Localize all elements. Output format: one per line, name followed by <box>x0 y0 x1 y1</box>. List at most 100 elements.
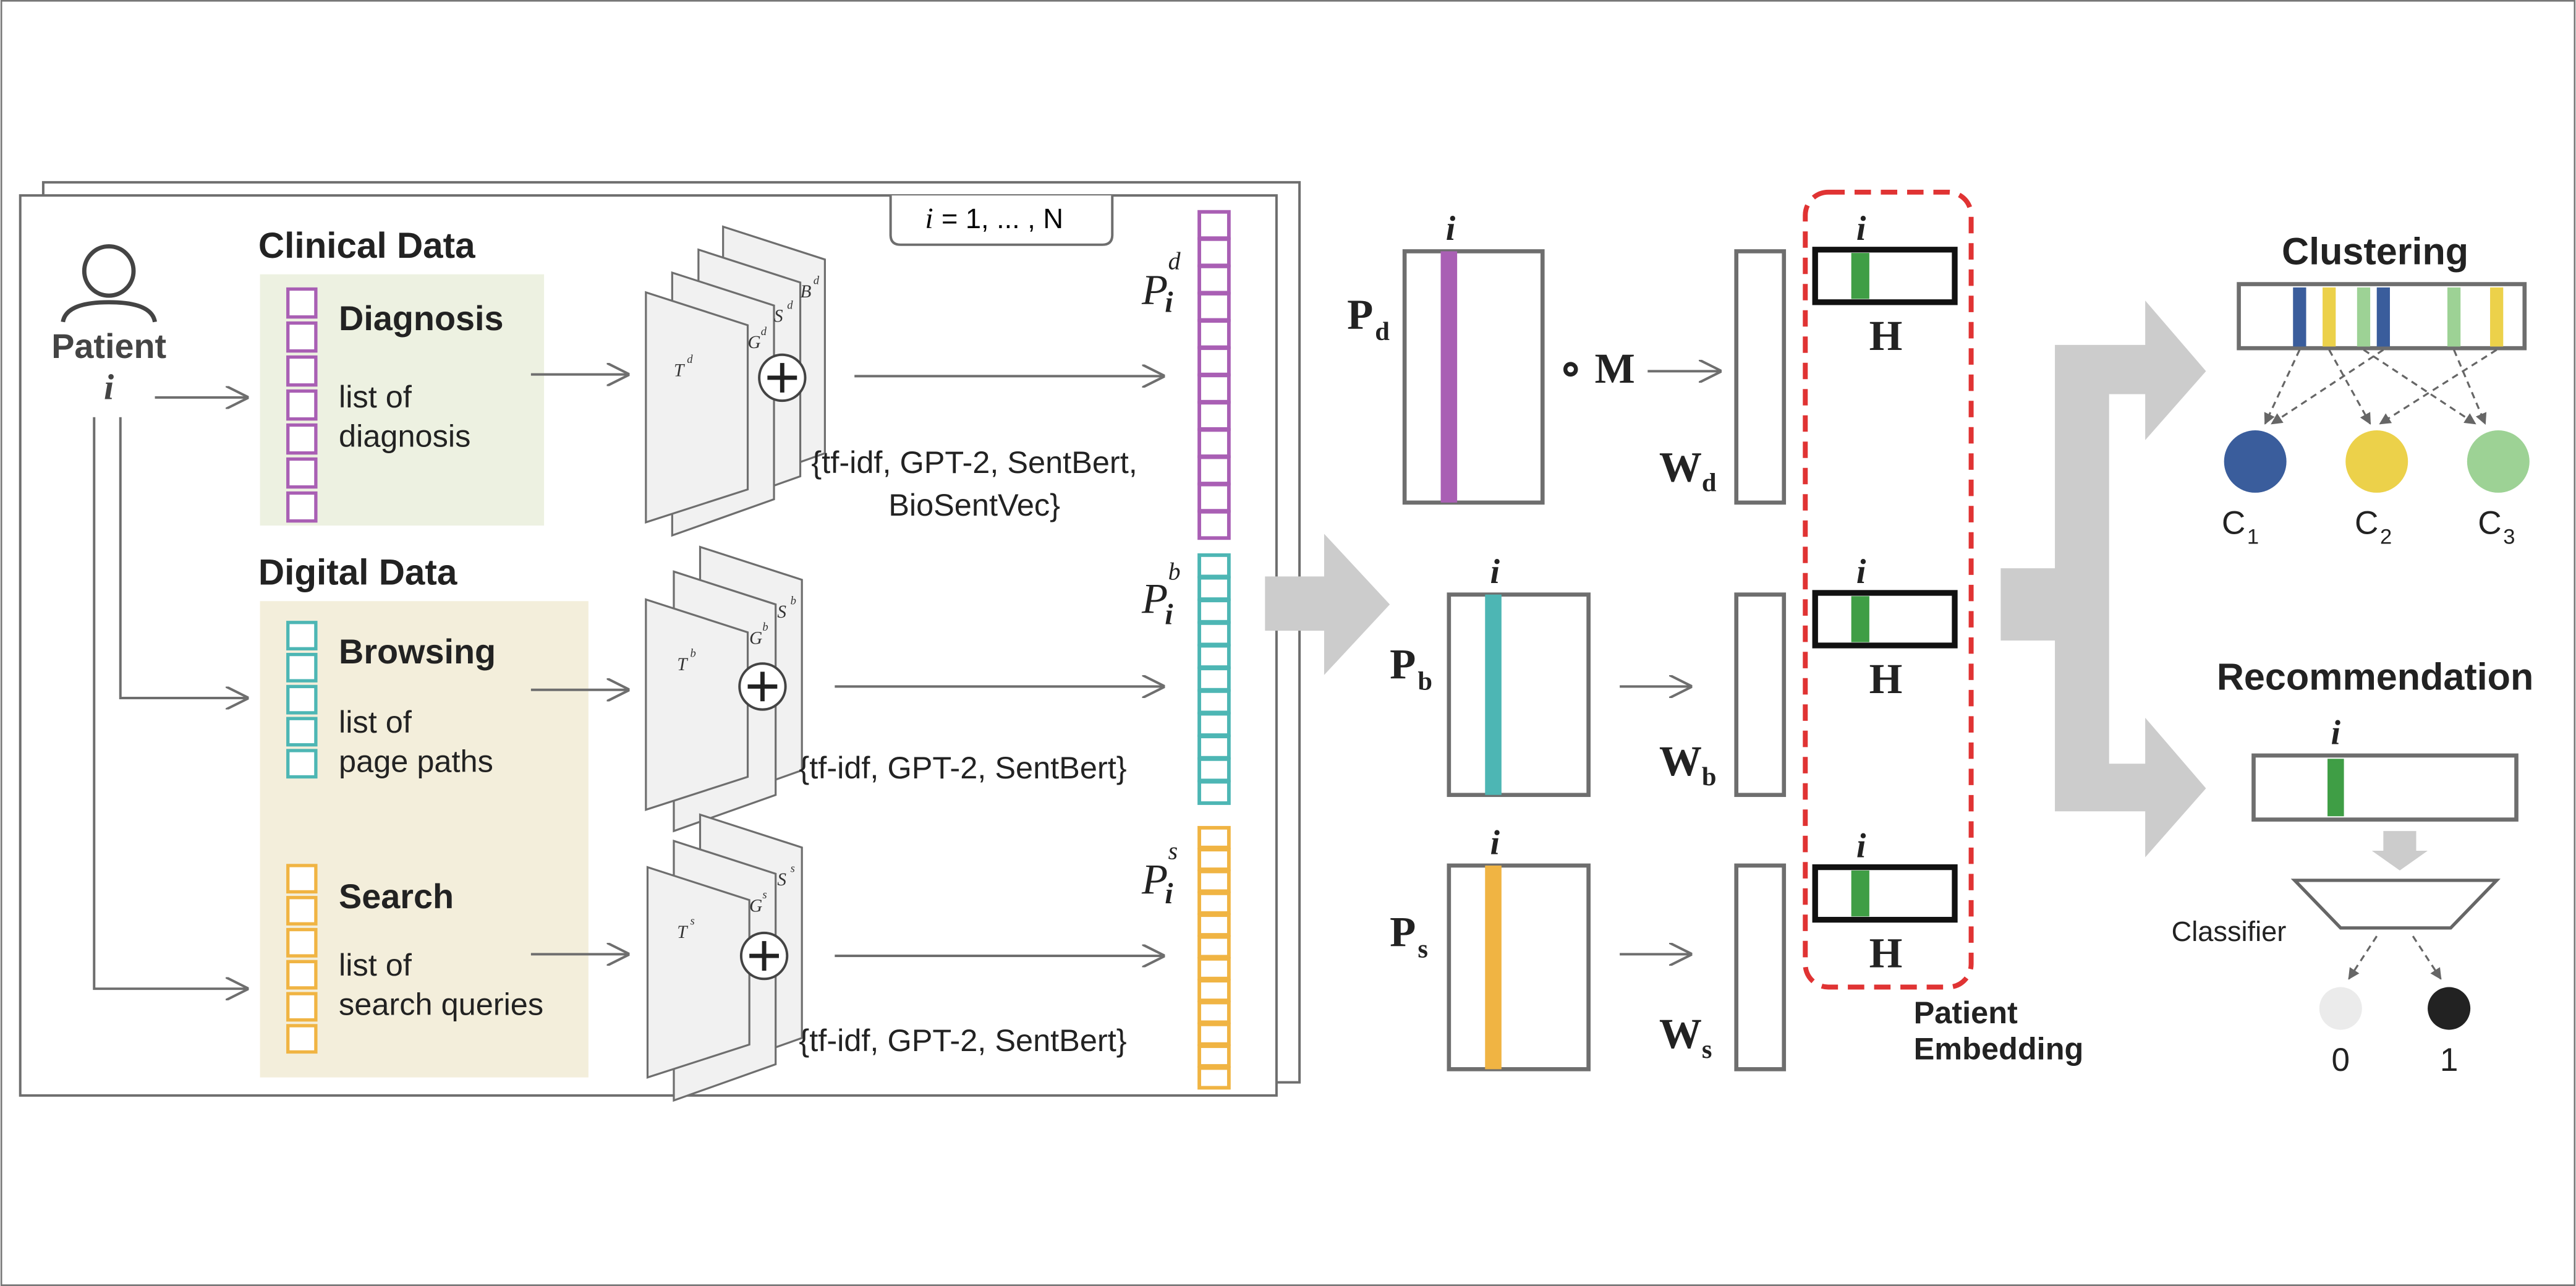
embedding-h-bottom-index: i <box>1856 827 1866 866</box>
weight-wd: W d <box>1659 249 1787 505</box>
diagnosis-title: Diagnosis <box>339 299 504 338</box>
patient-vector-diagnosis-cell <box>1197 509 1231 540</box>
patient-to-browsing-arrow <box>119 417 247 698</box>
search-methods: {tf-idf, GPT-2, SentBert} <box>799 1023 1126 1058</box>
pib-label: P b i <box>1141 558 1180 631</box>
browsing-sup-g: b <box>762 621 768 634</box>
digital-heading: Digital Data <box>258 553 457 593</box>
clinical-label-t: T <box>674 360 685 380</box>
patient-vector-browsing-cell <box>1197 553 1231 579</box>
recommendation-index: i <box>2331 713 2341 752</box>
cluster-c1-node <box>2224 430 2287 493</box>
cluster-c2-node <box>2345 430 2408 493</box>
clinical-sup-s: d <box>787 299 793 312</box>
matrix-pb-sub: b <box>1418 667 1432 696</box>
weight-wb-sub: b <box>1702 762 1717 791</box>
patient-vector-browsing-cell <box>1197 689 1231 715</box>
embedding-h-middle-index: i <box>1856 553 1866 591</box>
classifier-trapezoid <box>2290 879 2501 930</box>
cluster-c2-label: C <box>2355 505 2378 541</box>
recommendation-down-arrow <box>2371 831 2428 871</box>
clinical-sup-g: d <box>761 325 767 338</box>
cluster-assign-6 <box>2379 349 2497 425</box>
output-1-label: 1 <box>2440 1042 2459 1078</box>
browsing-plus-sign <box>747 671 778 702</box>
clinical-label-b: B <box>801 282 812 302</box>
matrix-ps-label: P <box>1390 908 1416 955</box>
clinical-heading: Clinical Data <box>258 226 475 266</box>
embedding-h-middle-label: H <box>1869 655 1903 702</box>
embedding-h-bottom-label: H <box>1869 929 1903 977</box>
patient-vector-diagnosis-cell <box>1197 373 1231 404</box>
clinical-label-s: S <box>774 307 783 326</box>
classifier-label: Classifier <box>2172 916 2287 947</box>
patient-vector-browsing-cell <box>1197 598 1231 624</box>
patient-vector-search-cell <box>1197 869 1231 893</box>
pis-label: P s i <box>1141 837 1178 910</box>
output-1-node <box>2428 987 2471 1030</box>
diagnosis-token-cell <box>286 287 318 319</box>
patient-vector-diagnosis-cell <box>1197 482 1231 513</box>
matrix-ps-index: i <box>1490 824 1500 862</box>
embedding-h-top-index: i <box>1856 210 1866 248</box>
matrix-ps: i P s <box>1390 824 1591 1071</box>
diagnosis-token-cell <box>286 355 318 387</box>
embedding-h-top-label: H <box>1869 312 1903 359</box>
diagnosis-line1: list of <box>339 379 412 414</box>
diagnosis-token-cell <box>286 491 318 523</box>
browsing-label-t: T <box>677 655 688 675</box>
clinical-plus-sign <box>767 363 797 393</box>
search-token-cell <box>286 1024 318 1054</box>
browsing-encoder-stack: T G S b b b <box>645 545 803 833</box>
patient-vector-browsing-cell <box>1197 757 1231 783</box>
patient-vector-diagnosis <box>1197 210 1231 540</box>
search-token-column <box>286 864 318 1054</box>
clinical-label-g: G <box>748 333 761 352</box>
pid-label-sup: d <box>1168 247 1181 275</box>
search-plus-sign <box>749 941 780 971</box>
patient-vector-search-cell <box>1197 913 1231 937</box>
patient-vector-search-cell <box>1197 825 1231 850</box>
embedding-h-bottom-column <box>1851 870 1869 917</box>
pis-label-sup: s <box>1168 837 1178 864</box>
patient-vector-browsing <box>1197 553 1231 805</box>
browsing-token-cell <box>286 749 318 779</box>
index-tab <box>889 195 1114 246</box>
matrix-ps-sub: s <box>1418 935 1428 964</box>
pib-label-sub: i <box>1165 598 1173 631</box>
embedding-h-bottom: i H <box>1812 827 1958 977</box>
flow-arrow-branch <box>2000 300 2206 858</box>
matrix-pb-index: i <box>1490 553 1500 591</box>
matrix-ps-column <box>1485 865 1502 1070</box>
recommendation-column <box>2327 759 2344 817</box>
flow-arrow-to-matrices <box>1265 534 1390 675</box>
weight-wb: W b <box>1659 592 1787 798</box>
clustering-stripe-3 <box>2357 287 2371 347</box>
weight-ws-box <box>1734 863 1787 1071</box>
patient-vector-search-cell <box>1197 956 1231 981</box>
browsing-sup-s: b <box>791 595 796 608</box>
cluster-c3-sub: 3 <box>2503 525 2515 548</box>
patient-vector-diagnosis-cell <box>1197 346 1231 377</box>
clinical-sup-t: d <box>687 353 693 366</box>
embedding-h-bottom-box <box>1812 864 1958 923</box>
patient-vector-search-cell <box>1197 1022 1231 1046</box>
patient-vector-search-cell <box>1197 848 1231 871</box>
clinical-methods-line1: {tf-idf, GPT-2, SentBert, <box>811 445 1137 480</box>
patient-vector-search-cell <box>1197 979 1231 1002</box>
cluster-c2-sub: 2 <box>2380 525 2392 548</box>
patient-to-search-arrow <box>93 417 247 989</box>
cluster-assign-2 <box>2328 349 2371 425</box>
diagnosis-token-cell <box>286 423 318 455</box>
search-encoder-stack: T G S s s s <box>646 813 803 1102</box>
diagnosis-token-cell <box>286 321 318 353</box>
matrix-pd: i P d <box>1347 210 1545 505</box>
pib-label-sup: b <box>1168 558 1181 586</box>
patient-vector-browsing-cell <box>1197 576 1231 601</box>
pid-label: P d i <box>1141 247 1181 319</box>
weight-ws-label: W <box>1659 1010 1702 1057</box>
patient-index: i <box>104 367 114 407</box>
diagnosis-token-cell <box>286 457 318 489</box>
patient-vector-diagnosis-cell <box>1197 264 1231 295</box>
